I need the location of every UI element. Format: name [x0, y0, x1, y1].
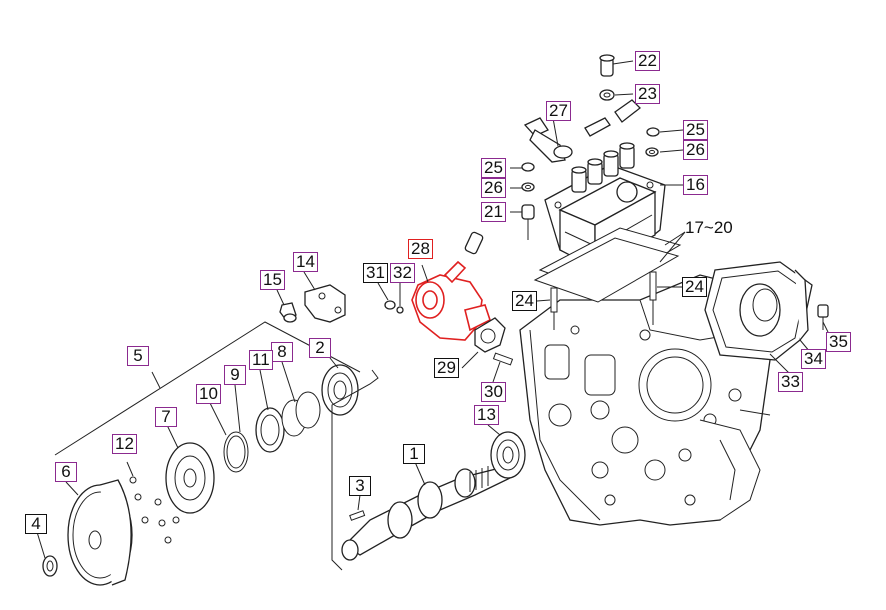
- callout-28[interactable]: 28: [408, 239, 433, 259]
- part-28-highlighted: [411, 231, 491, 341]
- callout-11[interactable]: 11: [249, 350, 273, 370]
- pins-12: [129, 476, 180, 544]
- callout-13[interactable]: 13: [474, 405, 499, 425]
- callout-22[interactable]: 22: [635, 51, 660, 71]
- nut-washer-31-32: [384, 300, 404, 314]
- callout-8[interactable]: 8: [271, 342, 293, 362]
- callout-25-right[interactable]: 25: [683, 120, 708, 140]
- callout-21[interactable]: 21: [481, 202, 506, 222]
- bracket-14-15: [279, 284, 346, 323]
- callout-27[interactable]: 27: [546, 101, 571, 121]
- bearing-13: [490, 431, 526, 479]
- pump-fasteners: [521, 54, 660, 330]
- callout-10[interactable]: 10: [196, 384, 221, 404]
- callout-25-left[interactable]: 25: [481, 158, 506, 178]
- callout-16[interactable]: 16: [683, 175, 708, 195]
- callout-6[interactable]: 6: [55, 462, 77, 482]
- callout-34[interactable]: 34: [801, 349, 826, 369]
- callout-4[interactable]: 4: [25, 514, 47, 534]
- leader-lines: [36, 60, 829, 571]
- callout-29[interactable]: 29: [434, 358, 459, 378]
- callout-12[interactable]: 12: [112, 434, 137, 454]
- callout-2[interactable]: 2: [309, 338, 331, 358]
- callout-9[interactable]: 9: [224, 365, 246, 385]
- hub-7: [165, 442, 215, 514]
- callout-35[interactable]: 35: [826, 332, 851, 352]
- callout-7[interactable]: 7: [155, 407, 177, 427]
- callout-26-right[interactable]: 26: [683, 140, 708, 160]
- callout-3[interactable]: 3: [349, 476, 371, 496]
- callout-1[interactable]: 1: [403, 444, 425, 464]
- bearing-2: [321, 364, 359, 416]
- callout-24-left[interactable]: 24: [512, 291, 537, 311]
- injection-pump: [533, 142, 682, 303]
- callout-24-right[interactable]: 24: [682, 277, 707, 297]
- callout-30[interactable]: 30: [481, 382, 506, 402]
- callout-26-left[interactable]: 26: [481, 178, 506, 198]
- callout-15[interactable]: 15: [260, 270, 285, 290]
- callout-32[interactable]: 32: [390, 263, 415, 283]
- flange-gasket: [474, 317, 514, 366]
- gear-6: [42, 479, 133, 586]
- callout-23[interactable]: 23: [635, 84, 660, 104]
- camshaft-1: [341, 466, 512, 561]
- callout-31[interactable]: 31: [363, 263, 388, 283]
- callout-5[interactable]: 5: [127, 346, 149, 366]
- callout-33[interactable]: 33: [778, 372, 803, 392]
- callout-14[interactable]: 14: [293, 252, 318, 272]
- cover-plate: [704, 261, 829, 361]
- rings-8-11: [223, 391, 321, 473]
- engine-block: [519, 274, 771, 526]
- callout-17-20[interactable]: 17~20: [685, 218, 733, 237]
